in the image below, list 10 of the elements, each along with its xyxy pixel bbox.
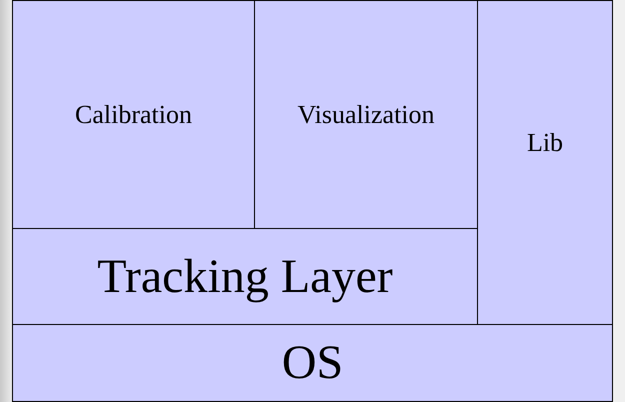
layer-box — [12, 0, 255, 229]
layer-label: Visualization — [296, 98, 436, 130]
layer-box — [254, 0, 478, 229]
layer-label: Tracking Layer — [96, 248, 394, 305]
layer-label: OS — [280, 335, 344, 392]
layer-label: Lib — [526, 126, 564, 158]
layer-box — [477, 0, 613, 325]
layer-label: Calibration — [74, 98, 193, 130]
layer-box — [12, 324, 613, 402]
layer-box — [12, 228, 478, 325]
